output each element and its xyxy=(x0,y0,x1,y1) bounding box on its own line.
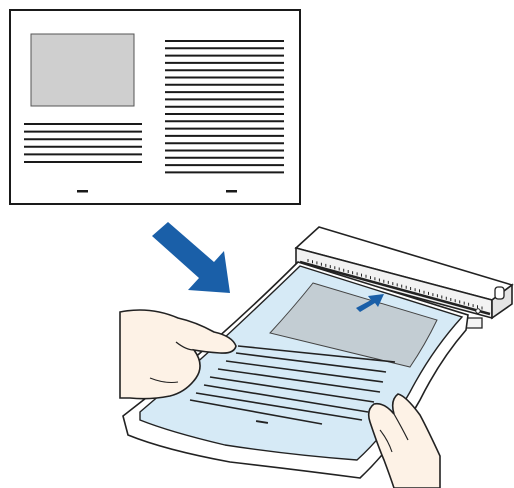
right-hand xyxy=(369,394,440,488)
document-image-placeholder xyxy=(31,34,134,106)
scanner-button xyxy=(495,287,504,299)
direction-arrow-icon xyxy=(152,222,230,293)
left-page-number-mark xyxy=(77,190,88,193)
scanner-indicator-icon xyxy=(476,309,480,313)
right-hand-palm xyxy=(369,394,440,488)
right-page-number-mark xyxy=(226,190,237,193)
open-document xyxy=(10,10,300,204)
